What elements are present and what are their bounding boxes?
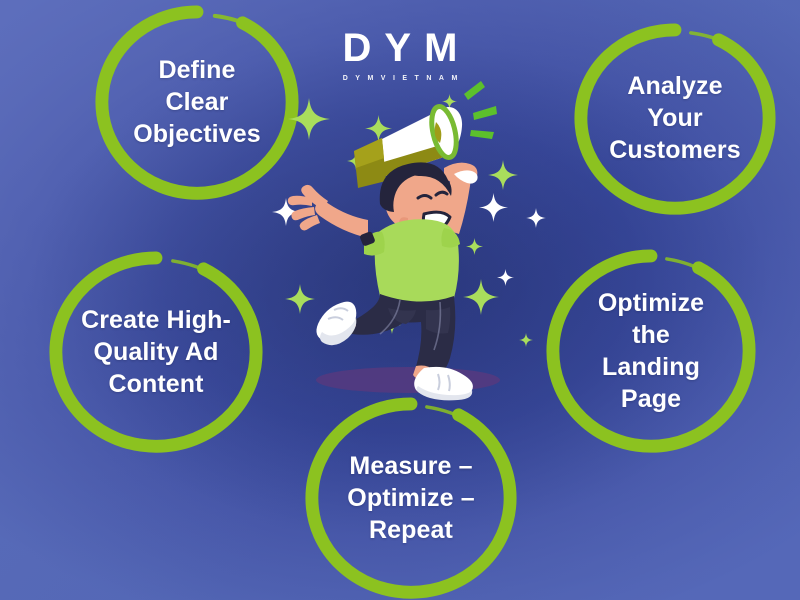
wristband [360,231,375,246]
step-circle-optimize-the-landing-page[interactable]: Optimize the Landing Page [540,248,762,454]
step-label-define: Define Clear Objectives [133,56,261,148]
torso-shirt [364,219,460,304]
left-arm [315,201,368,238]
step-circle-create-high-quality-ad-content[interactable]: Create High- Quality Ad Content [42,250,270,454]
man-with-megaphone-illustration [268,78,548,408]
right-hand [444,162,478,185]
step-label-create: Create High- Quality Ad Content [81,306,231,398]
step-label-analyze: Analyze Your Customers [609,72,741,164]
step-label-measure: Measure – Optimize – Repeat [347,452,475,544]
left-shoe [316,301,357,346]
right-shoe [414,366,473,401]
megaphone-sound-lines [464,81,497,139]
step-circle-measure-optimize-repeat[interactable]: Measure – Optimize – Repeat [298,396,524,600]
ground-shadow-ellipse [316,367,500,393]
left-hand [287,184,328,231]
step-circle-analyze-your-customers[interactable]: Analyze Your Customers [568,22,782,215]
step-label-optimize: Optimize the Landing Page [597,289,705,413]
